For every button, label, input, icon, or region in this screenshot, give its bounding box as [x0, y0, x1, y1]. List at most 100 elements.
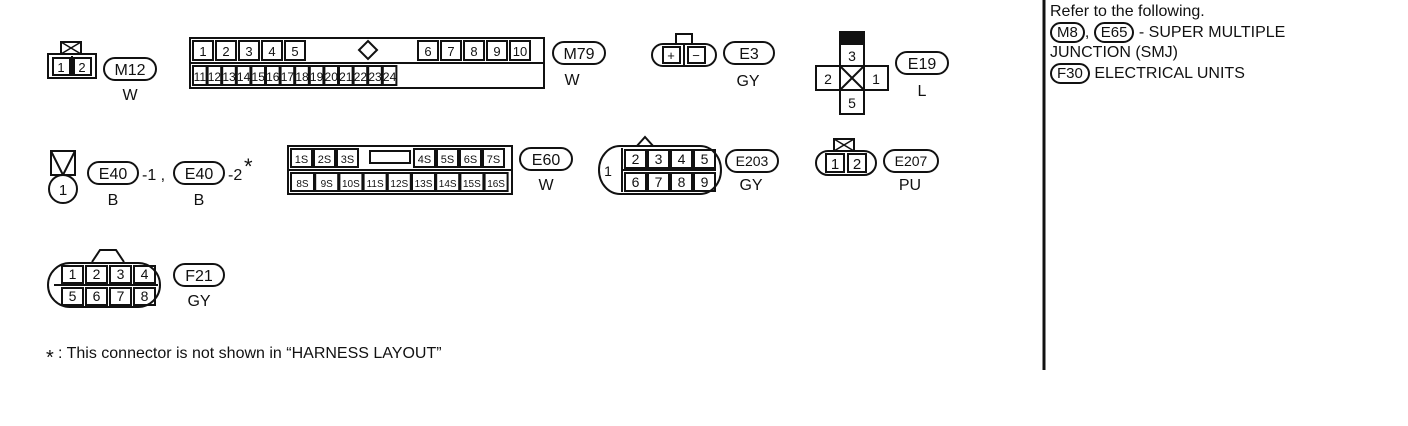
pin-label: 15S [463, 179, 481, 190]
wire-color: W [122, 87, 138, 104]
connector-id: E40 [185, 166, 214, 183]
pin-cell [133, 287, 156, 306]
pin-label: 19 [310, 70, 324, 84]
pin-cell [61, 287, 84, 306]
pin-label: 8 [470, 44, 477, 59]
reference-connector-e65[interactable]: E65 [1093, 22, 1135, 43]
pin-label: 3 [245, 44, 252, 59]
pin-cell [647, 172, 670, 192]
pin-label: 6 [93, 288, 101, 304]
connector-suffix: -1 , [142, 167, 165, 184]
pin-cell [670, 149, 693, 169]
pin-cell [509, 40, 531, 61]
pin-cell [486, 40, 508, 61]
pin-cell [314, 172, 340, 192]
wire-color: GY [187, 293, 210, 310]
pin-cell [338, 172, 364, 192]
pin-cell [362, 172, 388, 192]
pin-label: 1 [831, 156, 839, 173]
pin-label: 7 [117, 288, 125, 304]
pin-cell [290, 148, 313, 168]
wire-color: GY [736, 73, 759, 90]
pin-cell [647, 149, 670, 169]
pin-cell [624, 149, 647, 169]
pin-cell [435, 172, 461, 192]
connector-e40: 1 E40 -1 , E40 -2 * B B [48, 150, 253, 209]
pin-label: − [692, 48, 700, 63]
pin-label: 22 [354, 70, 368, 84]
pin-cell [670, 172, 693, 192]
connector-id: E203 [736, 153, 769, 169]
wire-color: B [194, 192, 205, 209]
pin-cell [109, 265, 132, 284]
pin-label: 1 [604, 163, 612, 179]
pin-label: 6S [464, 154, 477, 166]
reference-connector-m8[interactable]: M8 [1050, 22, 1085, 43]
pin-cell [290, 172, 315, 192]
pin-label: 5 [69, 288, 77, 304]
pin-label: 4 [678, 151, 686, 167]
reference-text: ELECTRICAL UNITS [1094, 65, 1245, 82]
pin-label: 20 [325, 70, 339, 84]
wire-color: W [564, 72, 580, 89]
pin-label: 21 [339, 70, 353, 84]
connector-id: E19 [908, 56, 937, 73]
connector-id: M79 [563, 46, 594, 63]
pin-label: 7 [447, 44, 454, 59]
pin-cell [413, 148, 436, 168]
pin-label: 7 [655, 174, 663, 190]
pin-cell [215, 40, 237, 61]
pin-label: 3S [341, 154, 354, 166]
pin-cell [693, 149, 716, 169]
pin-cell [440, 40, 462, 61]
pin-cell [221, 65, 237, 86]
pin-label: 14 [237, 70, 251, 84]
reference-separator: , [1084, 24, 1090, 41]
pin-cell [61, 265, 84, 284]
pin-label: 1 [199, 44, 206, 59]
pin-label: 2 [824, 71, 832, 87]
connector-id: E60 [532, 152, 561, 169]
pin-cell [411, 172, 436, 192]
pin-label: 4S [418, 154, 431, 166]
pin-cell [381, 65, 398, 86]
wire-color: PU [899, 177, 921, 194]
pin-cell [417, 40, 439, 61]
pin-label: 5 [701, 151, 709, 167]
pin-cell [482, 148, 505, 168]
pin-label: 1 [872, 71, 880, 87]
pin-cell [459, 172, 485, 192]
pin-cell [133, 265, 156, 284]
footnote-star: * [46, 347, 54, 369]
connector-e19: 3 2 1 5 E19 L [815, 31, 949, 115]
pin-label: 9 [493, 44, 500, 59]
pin-cell [693, 172, 716, 192]
pin-label: 8 [678, 174, 686, 190]
pin-label: 14S [439, 179, 457, 190]
pin-label: 3 [848, 48, 856, 64]
pin-cell [238, 40, 260, 61]
pin-label: 13S [415, 179, 433, 190]
pin-label: 1 [69, 266, 77, 282]
pin-cell [284, 40, 306, 61]
pin-label: 2 [222, 44, 229, 59]
pin-label: 16 [266, 70, 280, 84]
reference-line-2: JUNCTION (SMJ) [1050, 44, 1178, 61]
pin-cell [85, 265, 108, 284]
pin-cell [463, 40, 485, 61]
pin-label: 9S [321, 179, 334, 190]
pin-cell [192, 40, 214, 61]
reference-connector-f30[interactable]: F30 [1050, 63, 1090, 84]
pin-label: 15 [252, 70, 266, 84]
connector-e207: 1 2 E207 PU [815, 138, 939, 194]
reference-line-3: F30 ELECTRICAL UNITS [1050, 63, 1400, 84]
pin-label: 8 [141, 288, 149, 304]
pin-label: 10S [342, 179, 360, 190]
pin-label: 3 [117, 266, 125, 282]
connector-id: E207 [895, 153, 928, 169]
connector-id: E3 [739, 46, 759, 63]
pin-label: + [667, 48, 675, 63]
